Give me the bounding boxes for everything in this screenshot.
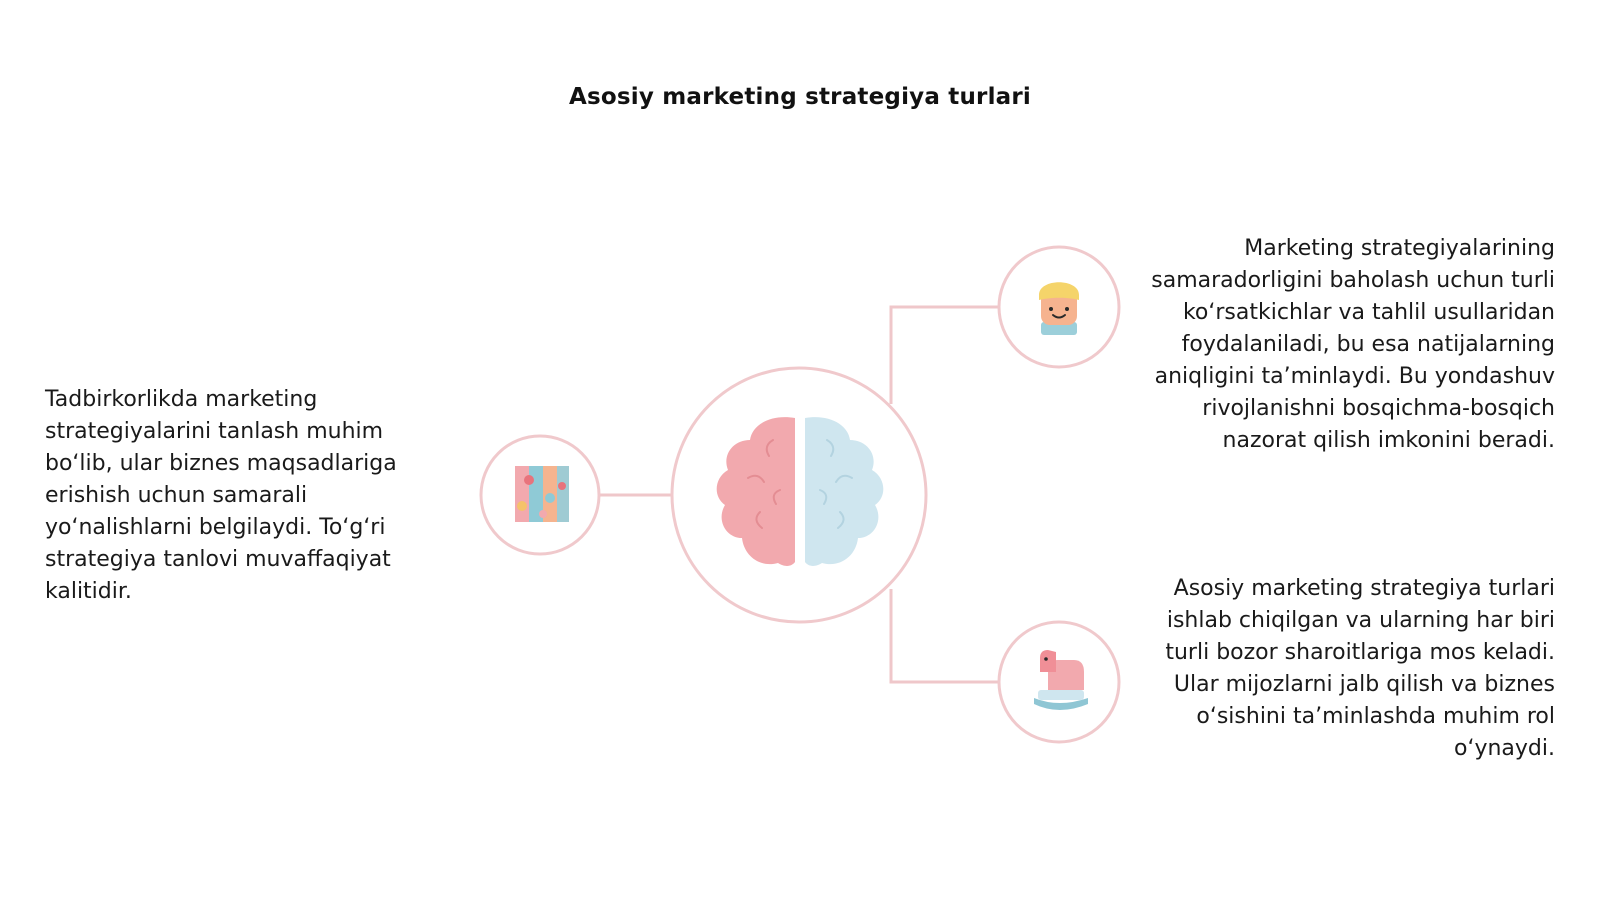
person-icon — [1039, 282, 1079, 335]
connector-top-right — [889, 305, 998, 404]
left-node — [479, 434, 601, 556]
rocking-horse-icon — [1034, 650, 1088, 710]
right-description-bottom: Asosiy marketing strategiya turlari ishl… — [1165, 576, 1555, 761]
page-title: Asosiy marketing strategiya turlari — [568, 84, 1032, 110]
right-description-top: Marketing strategiyalarining samaradorli… — [1151, 236, 1555, 453]
brain-icon — [716, 417, 884, 566]
left-description: Tadbirkorlikda marketing strategiyalarin… — [45, 387, 397, 604]
center-node — [670, 366, 928, 624]
puzzle-icon — [515, 466, 569, 522]
connector-bottom-right — [889, 589, 998, 684]
bottom-right-node — [997, 620, 1121, 744]
top-right-node — [997, 245, 1121, 369]
connector-lines — [599, 305, 998, 684]
